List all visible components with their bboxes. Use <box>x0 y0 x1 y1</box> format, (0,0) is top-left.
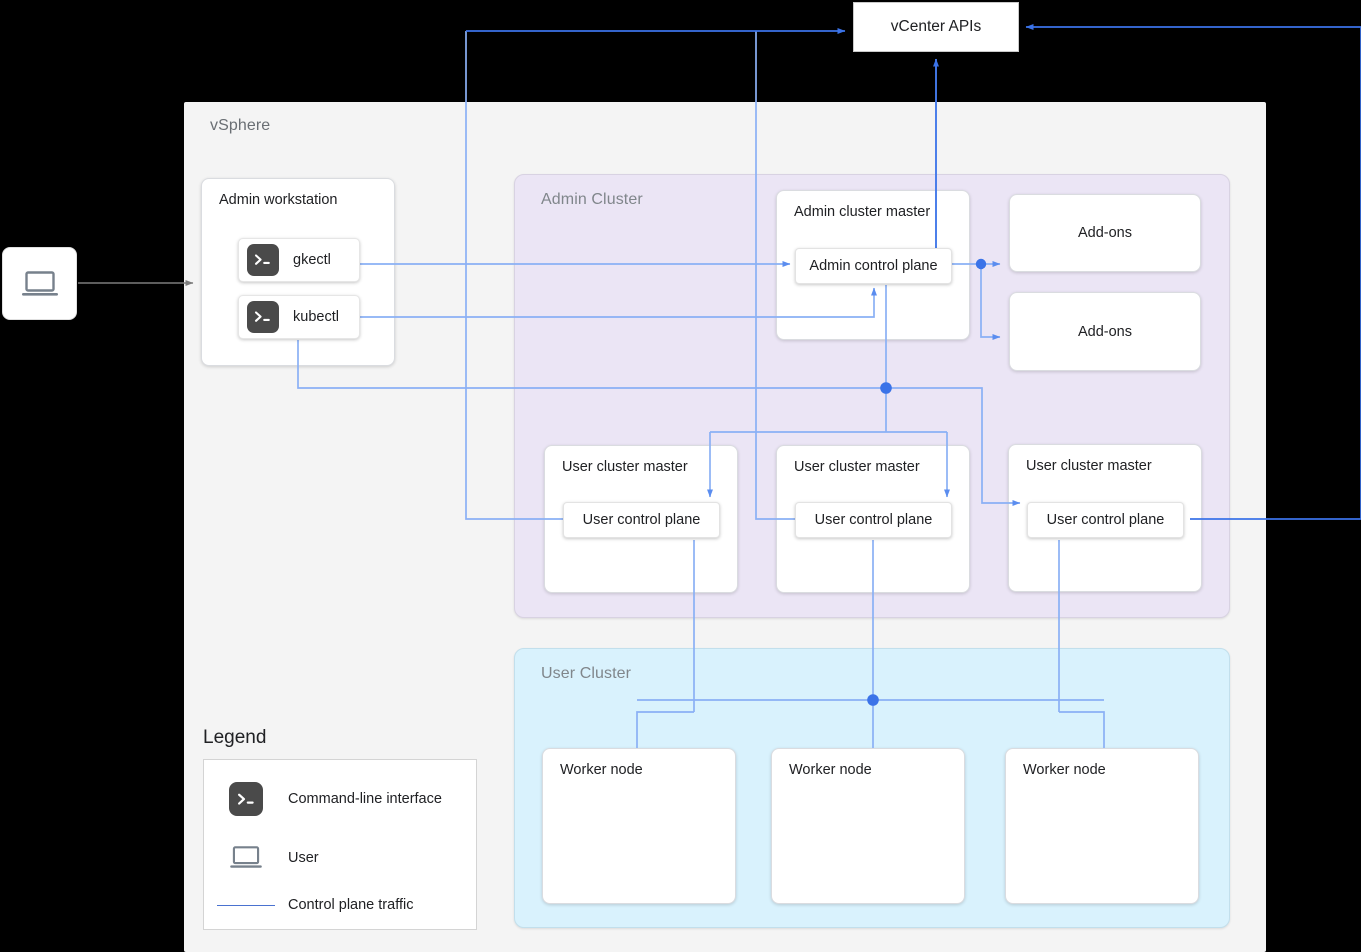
vcenter-apis-label: vCenter APIs <box>890 18 982 35</box>
user-control-plane-chip-2[interactable]: User control plane <box>795 502 952 538</box>
cli-label-kubectl: kubectl <box>293 309 339 325</box>
worker-node-box-2[interactable]: Worker node <box>771 748 965 904</box>
addons-box-1[interactable]: Add-ons <box>1009 194 1201 272</box>
user-control-plane-label-3: User control plane <box>1046 512 1165 528</box>
legend-label-traffic: Control plane traffic <box>288 897 414 913</box>
admin-cluster-title: Admin Cluster <box>541 191 643 208</box>
legend-item-user: User <box>204 836 476 880</box>
worker-node-title-3: Worker node <box>1023 762 1106 778</box>
addons-label-2: Add-ons <box>1077 323 1132 340</box>
vcenter-apis-box[interactable]: vCenter APIs <box>853 2 1019 52</box>
legend-title: Legend <box>203 727 267 748</box>
user-control-plane-chip-1[interactable]: User control plane <box>563 502 720 538</box>
worker-node-box-3[interactable]: Worker node <box>1005 748 1199 904</box>
addons-box-2[interactable]: Add-ons <box>1009 292 1201 371</box>
user-cluster-master-title-1: User cluster master <box>562 459 688 475</box>
user-cluster-master-title-2: User cluster master <box>794 459 920 475</box>
laptop-icon <box>21 270 58 296</box>
legend-label-cli: Command-line interface <box>288 791 442 807</box>
legend-label-user: User <box>288 850 319 866</box>
terminal-icon <box>247 244 279 276</box>
user-control-plane-chip-3[interactable]: User control plane <box>1027 502 1184 538</box>
cli-label-gkectl: gkectl <box>293 252 331 268</box>
worker-node-box-1[interactable]: Worker node <box>542 748 736 904</box>
terminal-icon <box>204 782 288 816</box>
vsphere-panel-title: vSphere <box>210 117 271 134</box>
worker-node-title-1: Worker node <box>560 762 643 778</box>
admin-control-plane-label: Admin control plane <box>809 258 938 274</box>
user-cluster-title: User Cluster <box>541 665 632 682</box>
worker-node-title-2: Worker node <box>789 762 872 778</box>
cli-tile-kubectl[interactable]: kubectl <box>238 295 360 339</box>
user-control-plane-label-1: User control plane <box>582 512 701 528</box>
addons-label-1: Add-ons <box>1077 225 1132 241</box>
admin-workstation-title: Admin workstation <box>219 192 338 208</box>
user-control-plane-label-2: User control plane <box>814 512 933 528</box>
line-swatch-icon <box>204 904 288 906</box>
admin-control-plane-chip[interactable]: Admin control plane <box>795 248 952 284</box>
legend-box: Command-line interface User Control plan… <box>203 759 477 930</box>
legend-item-traffic: Control plane traffic <box>204 883 476 927</box>
cli-tile-gkectl[interactable]: gkectl <box>238 238 360 282</box>
user-node-box[interactable] <box>2 247 77 320</box>
user-cluster-master-title-3: User cluster master <box>1026 458 1152 474</box>
admin-cluster-master-title: Admin cluster master <box>794 204 931 220</box>
laptop-icon <box>204 845 288 871</box>
legend-item-cli: Command-line interface <box>204 777 476 821</box>
terminal-icon <box>247 301 279 333</box>
